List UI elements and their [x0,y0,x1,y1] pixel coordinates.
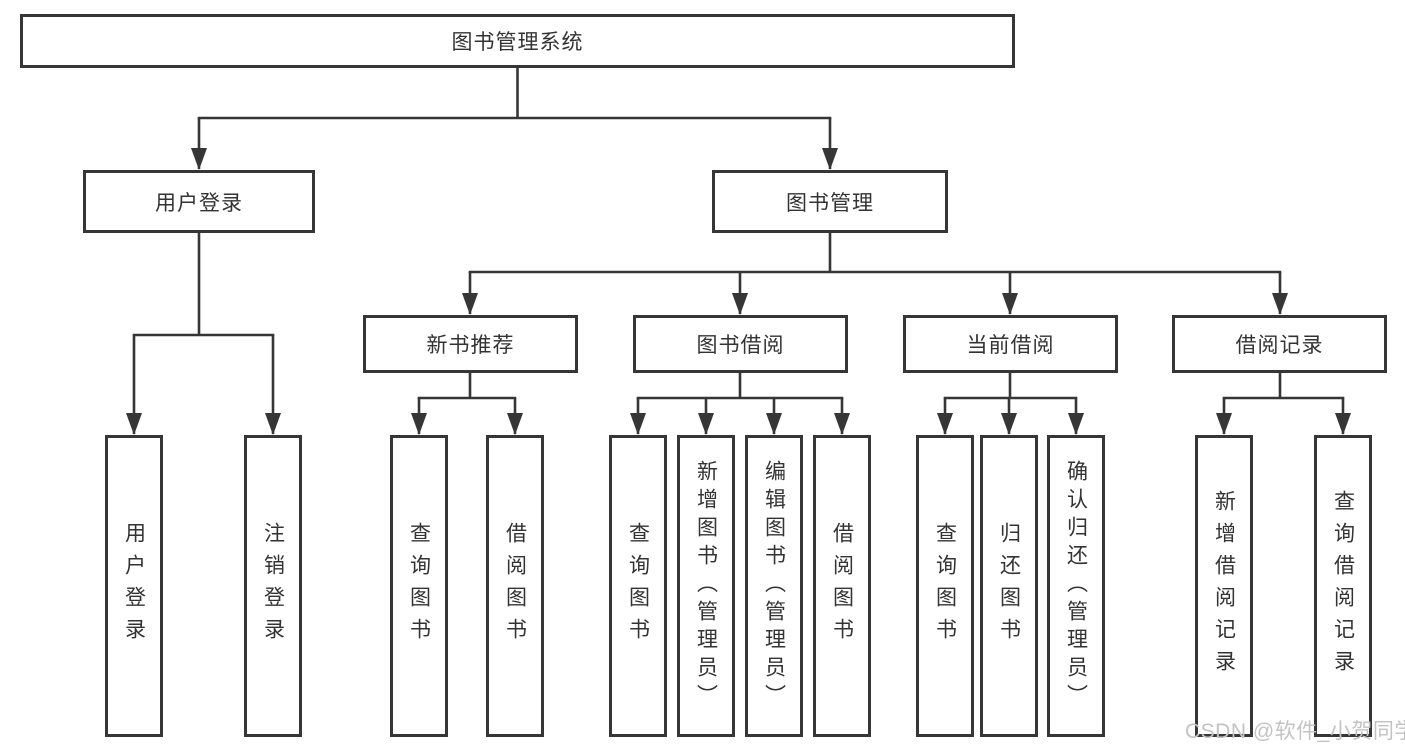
node-user-login-label: 用户登录 [155,191,243,215]
leaf-add-borrow-record-label: 新增借阅记录 [1212,490,1236,682]
node-new-book-recommend-label: 新书推荐 [426,334,515,357]
connector-new-book-children [411,373,523,435]
connector-book-mgmt-to-level3 [462,233,1288,315]
node-borrow-records-label: 借阅记录 [1235,334,1324,357]
leaf-query-book-recommend-label: 查询图书 [407,522,431,650]
connector-user-login-children [126,233,281,435]
node-current-borrow-label: 当前借阅 [966,334,1055,357]
leaf-add-borrow-record: 新增借阅记录 [1195,435,1253,737]
leaf-confirm-return-admin-label: 确认归还（管理员） [1064,460,1088,712]
connector-borrow-records-children [1216,373,1351,435]
leaf-edit-book-admin: 编辑图书（管理员） [745,435,803,737]
node-book-borrow: 图书借阅 [633,315,848,373]
leaf-logout: 注销登录 [244,435,302,737]
leaf-query-book-current: 查询图书 [916,435,974,737]
leaf-logout-label: 注销登录 [261,522,285,650]
leaf-edit-book-admin-label: 编辑图书（管理员） [762,460,786,712]
connector-book-borrow-children [630,373,850,435]
node-book-management: 图书管理 [712,170,948,233]
leaf-query-borrow-record-label: 查询借阅记录 [1331,490,1355,682]
node-root: 图书管理系统 [20,14,1015,68]
connector-root-to-level2 [191,68,838,170]
node-root-label: 图书管理系统 [451,31,584,54]
leaf-add-book-admin-label: 新增图书（管理员） [694,460,718,712]
node-new-book-recommend: 新书推荐 [363,315,578,373]
node-borrow-records: 借阅记录 [1172,315,1387,373]
leaf-add-book-admin: 新增图书（管理员） [677,435,735,737]
node-current-borrow: 当前借阅 [903,315,1118,373]
leaf-borrow-book: 借阅图书 [813,435,871,737]
leaf-query-book-borrow: 查询图书 [609,435,667,737]
leaf-query-book-borrow-label: 查询图书 [626,522,650,650]
leaf-borrow-book-recommend-label: 借阅图书 [503,522,527,650]
leaf-user-login-label: 用户登录 [122,522,146,650]
leaf-user-login: 用户登录 [105,435,163,737]
leaf-query-book-current-label: 查询图书 [933,522,957,650]
leaf-borrow-book-recommend: 借阅图书 [486,435,544,737]
connector-current-borrow-children [937,373,1084,435]
leaf-confirm-return-admin: 确认归还（管理员） [1047,435,1105,737]
leaf-query-book-recommend: 查询图书 [390,435,448,737]
node-book-borrow-label: 图书借阅 [696,334,785,357]
csdn-watermark: CSDN @软件_小贺同学 [1185,720,1405,743]
leaf-borrow-book-label: 借阅图书 [830,522,854,650]
node-book-management-label: 图书管理 [786,191,874,215]
node-user-login: 用户登录 [83,170,315,233]
leaf-return-book: 归还图书 [980,435,1038,737]
leaf-return-book-label: 归还图书 [997,522,1021,650]
leaf-query-borrow-record: 查询借阅记录 [1314,435,1372,737]
